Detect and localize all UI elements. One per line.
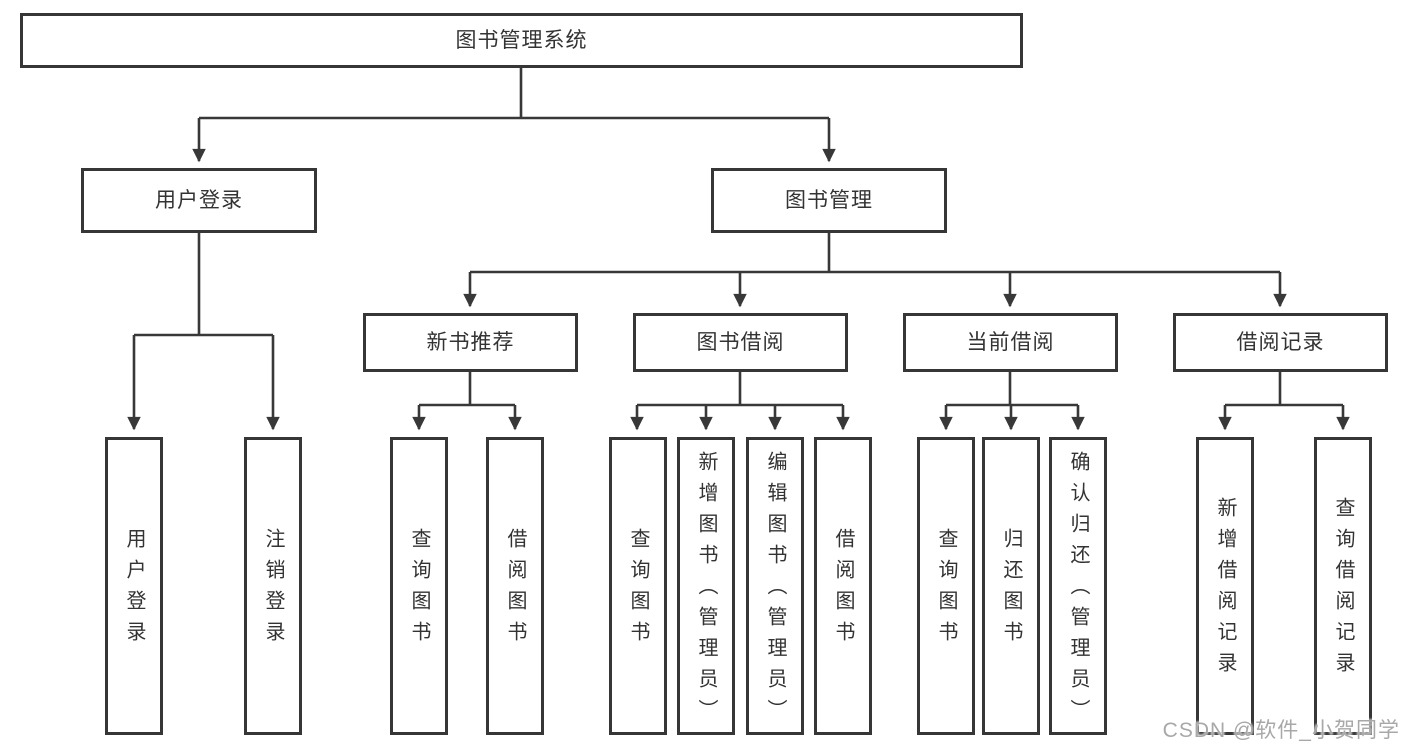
leaf-return-books: 归还图书: [982, 437, 1040, 735]
leaf-user-login: 用户登录: [105, 437, 163, 735]
leaf-add-books-admin: 新增图书（管理员）: [677, 437, 735, 735]
leaf-query-books-current: 查询图书: [917, 437, 975, 735]
csdn-watermark: CSDN @软件_小贺同学: [1162, 719, 1400, 742]
node-book-borrow: 图书借阅: [633, 313, 848, 372]
leaf-query-books-borrow: 查询图书: [609, 437, 667, 735]
node-user-login: 用户登录: [81, 168, 317, 233]
leaf-borrow-books: 借阅图书: [814, 437, 872, 735]
node-new-book-recommend: 新书推荐: [363, 313, 578, 372]
leaf-add-borrow-record: 新增借阅记录: [1196, 437, 1254, 735]
leaf-query-borrow-record: 查询借阅记录: [1314, 437, 1372, 735]
node-root: 图书管理系统: [20, 13, 1023, 68]
node-current-borrow: 当前借阅: [903, 313, 1118, 372]
node-book-management: 图书管理: [711, 168, 947, 233]
leaf-confirm-return-admin: 确认归还（管理员）: [1049, 437, 1107, 735]
leaf-edit-books-admin: 编辑图书（管理员）: [746, 437, 804, 735]
leaf-borrow-books-recommend: 借阅图书: [486, 437, 544, 735]
leaf-query-books-recommend: 查询图书: [390, 437, 448, 735]
node-borrow-record: 借阅记录: [1173, 313, 1388, 372]
leaf-logout: 注销登录: [244, 437, 302, 735]
